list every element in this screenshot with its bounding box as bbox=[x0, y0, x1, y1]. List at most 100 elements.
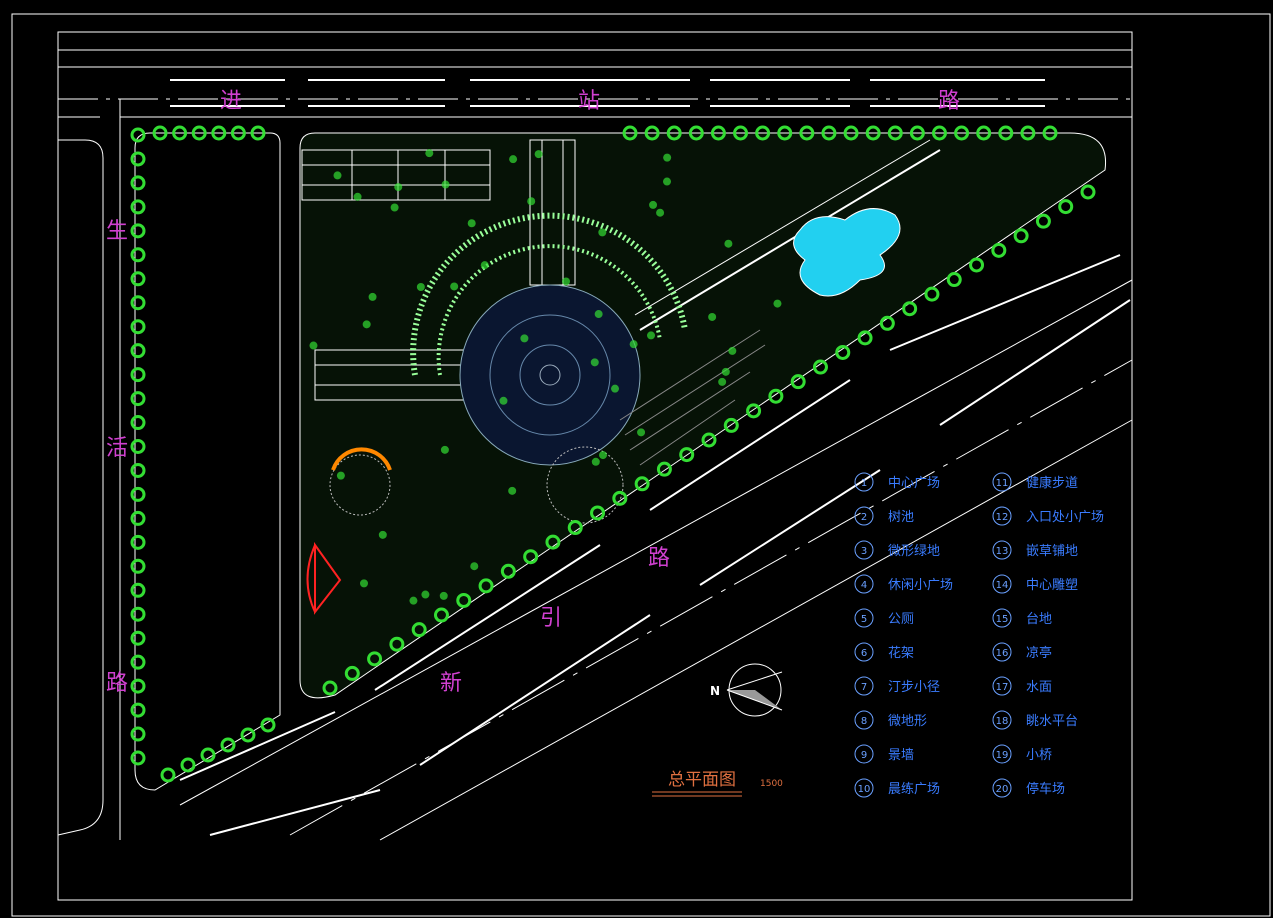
legend-number: 13 bbox=[996, 546, 1009, 557]
tree-icon bbox=[132, 225, 144, 237]
shrub-icon bbox=[508, 487, 516, 495]
road-label-top-2: 路 bbox=[938, 89, 960, 114]
legend-number: 3 bbox=[861, 546, 867, 557]
tree-icon bbox=[132, 704, 144, 716]
legend-label: 停车场 bbox=[1026, 781, 1065, 797]
tree-icon bbox=[971, 259, 983, 271]
shrub-icon bbox=[591, 358, 599, 366]
tree-icon bbox=[132, 297, 144, 309]
legend-label: 中心雕塑 bbox=[1026, 578, 1078, 593]
north-arrow: N bbox=[710, 664, 782, 716]
legend-label: 公厕 bbox=[888, 612, 914, 627]
legend-label: 汀步小径 bbox=[888, 680, 940, 695]
tree-icon bbox=[132, 608, 144, 620]
legend-number: 12 bbox=[996, 512, 1009, 523]
tree-icon bbox=[132, 321, 144, 333]
road-label-left-0: 生 bbox=[106, 219, 128, 244]
legend-label: 休闲小广场 bbox=[888, 578, 953, 593]
shrub-icon bbox=[637, 428, 645, 436]
legend-number: 7 bbox=[861, 682, 867, 693]
shrub-icon bbox=[450, 282, 458, 290]
tree-icon bbox=[132, 345, 144, 357]
shrub-icon bbox=[598, 228, 606, 236]
tree-icon bbox=[132, 632, 144, 644]
shrub-icon bbox=[611, 385, 619, 393]
legend: 1中心广场2树池3微形绿地4休闲小广场5公厕6花架7汀步小径8微地形9景墙10晨… bbox=[855, 473, 1104, 797]
title-scale: 1500 bbox=[760, 779, 783, 789]
tree-icon bbox=[993, 244, 1005, 256]
shrub-icon bbox=[520, 334, 528, 342]
shrub-icon bbox=[360, 579, 368, 587]
tree-icon bbox=[948, 274, 960, 286]
legend-label: 嵌草铺地 bbox=[1026, 544, 1078, 559]
shrub-icon bbox=[509, 155, 517, 163]
shrub-icon bbox=[718, 378, 726, 386]
legend-label: 花架 bbox=[888, 645, 914, 661]
legend-number: 1 bbox=[861, 478, 867, 489]
title-text: 总平面图 bbox=[668, 770, 736, 790]
tree-icon bbox=[132, 656, 144, 668]
tree-icon bbox=[132, 441, 144, 453]
tree-icon bbox=[132, 752, 144, 764]
shrub-icon bbox=[527, 197, 535, 205]
tree-icon bbox=[182, 759, 194, 771]
legend-number: 18 bbox=[996, 716, 1009, 727]
tree-icon bbox=[132, 584, 144, 596]
tree-icon bbox=[162, 769, 174, 781]
shrub-icon bbox=[663, 178, 671, 186]
legend-label: 水面 bbox=[1026, 680, 1052, 695]
shrub-icon bbox=[728, 347, 736, 355]
shrub-icon bbox=[441, 446, 449, 454]
shrub-icon bbox=[595, 310, 603, 318]
tree-icon bbox=[132, 464, 144, 476]
legend-number: 5 bbox=[861, 614, 867, 625]
legend-number: 8 bbox=[861, 716, 867, 727]
shrub-icon bbox=[369, 293, 377, 301]
road-label-top-1: 站 bbox=[578, 89, 600, 114]
shrub-icon bbox=[309, 342, 317, 350]
tree-icon bbox=[1015, 230, 1027, 242]
legend-number: 10 bbox=[858, 784, 871, 795]
shrub-icon bbox=[649, 201, 657, 209]
shrub-icon bbox=[724, 240, 732, 248]
legend-label: 景墙 bbox=[888, 748, 914, 763]
shrub-icon bbox=[409, 597, 417, 605]
shrub-icon bbox=[708, 313, 716, 321]
tree-icon bbox=[132, 417, 144, 429]
shrub-icon bbox=[647, 331, 655, 339]
shrub-icon bbox=[440, 592, 448, 600]
legend-label: 凉亭 bbox=[1026, 645, 1052, 661]
legend-number: 9 bbox=[861, 750, 867, 761]
tree-icon bbox=[132, 249, 144, 261]
legend-label: 健康步道 bbox=[1026, 475, 1078, 491]
legend-label: 中心广场 bbox=[888, 476, 940, 491]
shrub-icon bbox=[334, 171, 342, 179]
legend-number: 15 bbox=[996, 614, 1009, 625]
legend-number: 20 bbox=[996, 784, 1009, 795]
shrub-icon bbox=[470, 562, 478, 570]
legend-label: 眺水平台 bbox=[1026, 714, 1078, 729]
shrub-icon bbox=[499, 397, 507, 405]
shrub-icon bbox=[417, 283, 425, 291]
tree-icon bbox=[132, 201, 144, 213]
tree-icon bbox=[1037, 215, 1049, 227]
legend-number: 4 bbox=[861, 580, 867, 591]
tree-icon bbox=[132, 153, 144, 165]
legend-label: 入口处小广场 bbox=[1026, 510, 1104, 525]
legend-label: 小桥 bbox=[1026, 748, 1052, 763]
tree-icon bbox=[132, 560, 144, 572]
legend-number: 16 bbox=[996, 648, 1009, 659]
park-boundary bbox=[300, 133, 1106, 698]
shrub-icon bbox=[535, 150, 543, 158]
tree-icon bbox=[904, 303, 916, 315]
shrub-icon bbox=[773, 300, 781, 308]
legend-label: 微形绿地 bbox=[888, 544, 940, 559]
tree-icon bbox=[132, 273, 144, 285]
tree-icon bbox=[132, 728, 144, 740]
legend-label: 树池 bbox=[888, 510, 914, 525]
shrub-icon bbox=[722, 368, 730, 376]
tree-icon bbox=[132, 177, 144, 189]
tree-icon bbox=[222, 739, 234, 751]
tree-icon bbox=[132, 512, 144, 524]
